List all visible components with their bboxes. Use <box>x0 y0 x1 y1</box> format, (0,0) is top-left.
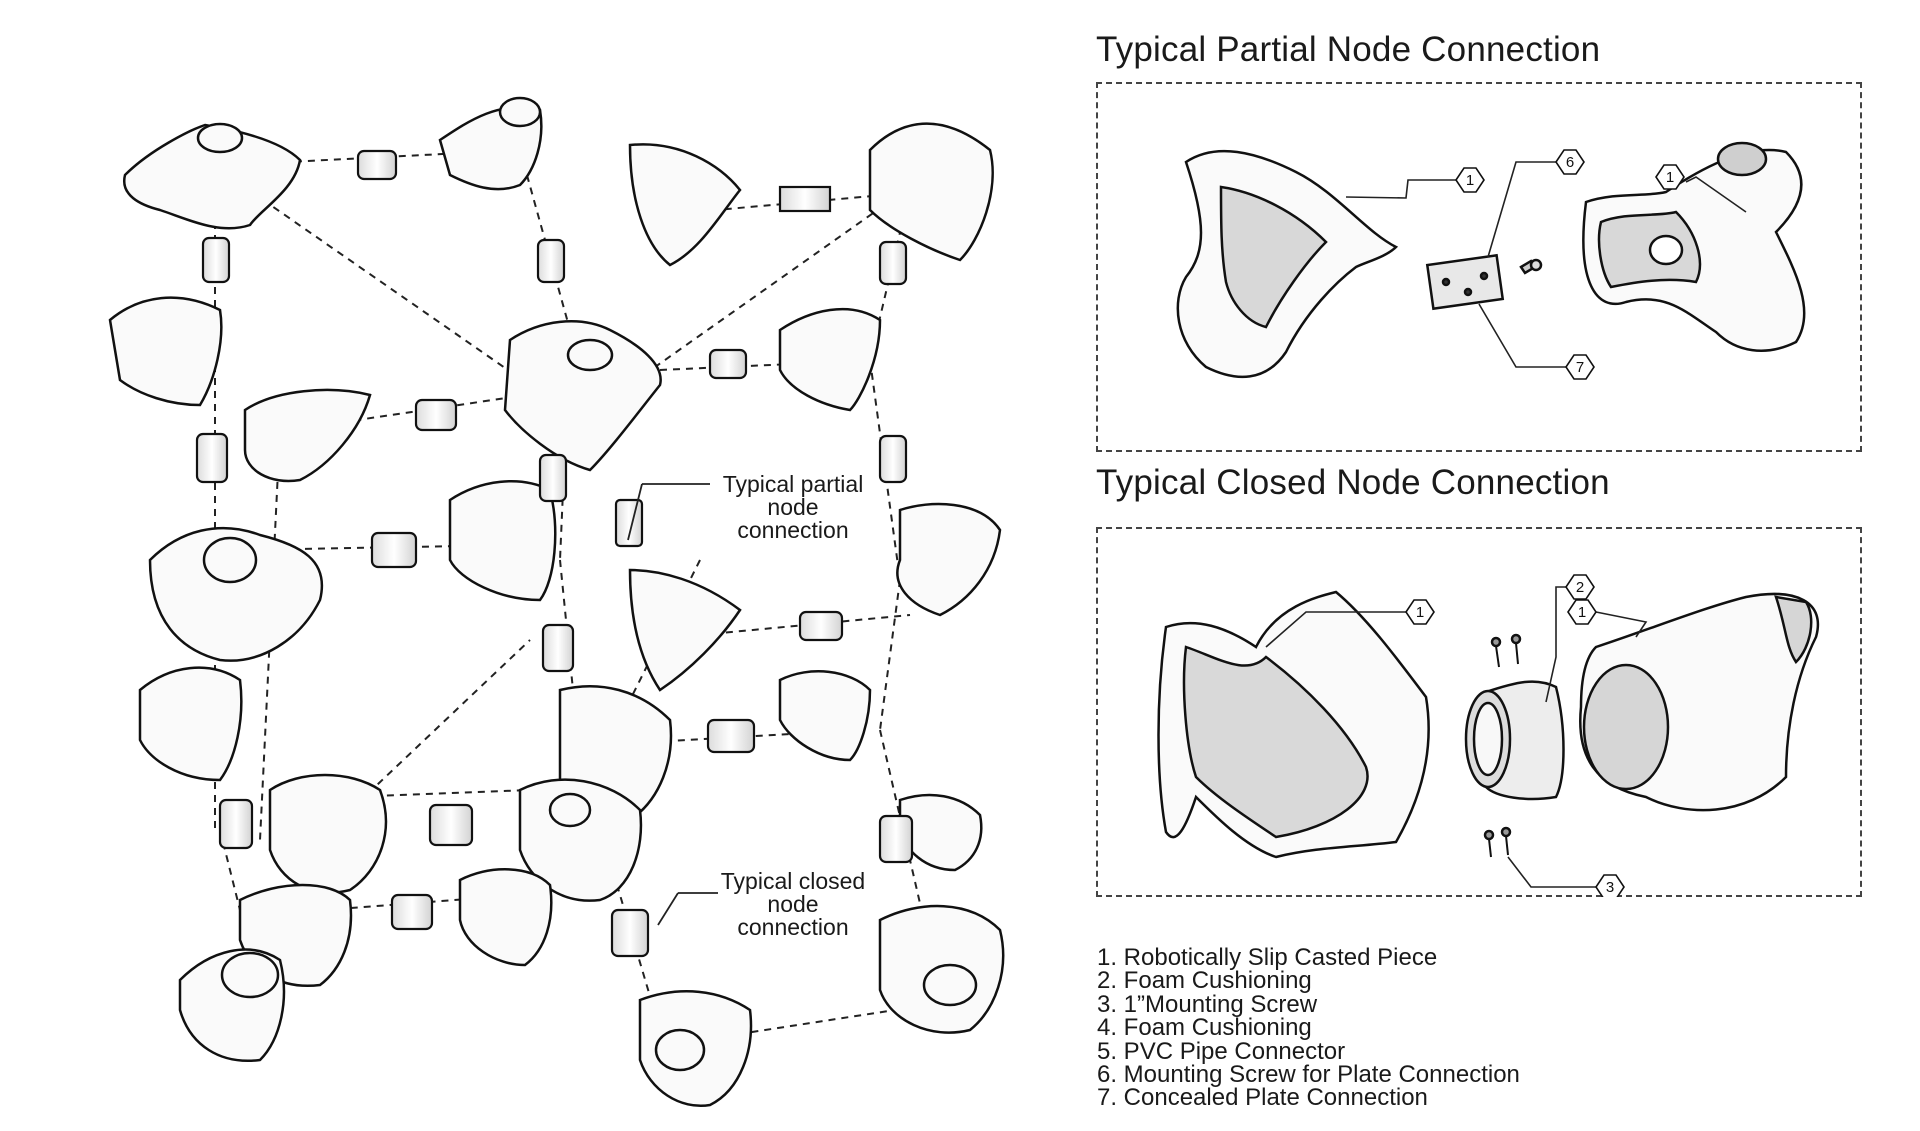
annotation-closed: Typical closed node connection <box>718 870 868 939</box>
exploded-assembly <box>108 96 1005 1108</box>
closed-node-frame <box>1096 527 1862 897</box>
partial-node-frame <box>1096 82 1862 452</box>
pipe-connectors <box>195 149 914 958</box>
annotation-partial-line3: connection <box>737 517 849 543</box>
partial-callout-1b: 1 <box>1666 169 1674 186</box>
partial-node-title: Typical Partial Node Connection <box>1096 30 1601 69</box>
closed-callout-1b: 1 <box>1578 604 1586 621</box>
annotation-leaders <box>627 483 718 926</box>
closed-callout-leaders <box>1265 586 1648 888</box>
legend-item: 4. Foam Cushioning <box>1097 1014 1312 1042</box>
legend-item: 1. Robotically Slip Casted Piece <box>1097 944 1438 971</box>
closed-callout-2: 2 <box>1576 579 1584 596</box>
closed-callout-1: 1 <box>1416 604 1424 621</box>
partial-callout-leaders <box>1345 161 1747 368</box>
annotation-closed-line3: connection <box>737 914 849 940</box>
legend-item: 5. PVC Pipe Connector <box>1097 1037 1346 1065</box>
closed-callout-badges <box>1405 574 1625 897</box>
annotation-closed-line2: node <box>767 891 819 917</box>
partial-node-detail: 1 6 1 7 <box>1176 141 1806 380</box>
partial-callout-1: 1 <box>1466 172 1474 189</box>
closed-callout-3: 3 <box>1606 879 1614 896</box>
cast-nodes <box>108 96 1005 1108</box>
closed-node-detail: 1 2 1 3 <box>1157 574 1820 897</box>
legend-item: 6. Mounting Screw for Plate Connection <box>1097 1061 1520 1089</box>
partial-callout-6: 6 <box>1566 154 1574 171</box>
partial-callout-7: 7 <box>1576 359 1584 376</box>
parts-legend: 1. Robotically Slip Casted Piece 2. Foam… <box>1097 944 1520 1112</box>
legend-item: 2. Foam Cushioning <box>1097 967 1312 995</box>
closed-node-title: Typical Closed Node Connection <box>1096 463 1610 502</box>
annotation-partial-line2: node <box>767 494 819 520</box>
partial-callout-badges <box>1455 149 1685 380</box>
annotation-partial-line1: Typical partial <box>722 471 864 497</box>
annotation-closed-line1: Typical closed <box>720 868 866 894</box>
legend-item: 3. 1”Mounting Screw <box>1097 990 1318 1018</box>
legend-item: 7. Concealed Plate Connection <box>1097 1084 1428 1112</box>
annotation-partial: Typical partial node connection <box>718 473 868 542</box>
